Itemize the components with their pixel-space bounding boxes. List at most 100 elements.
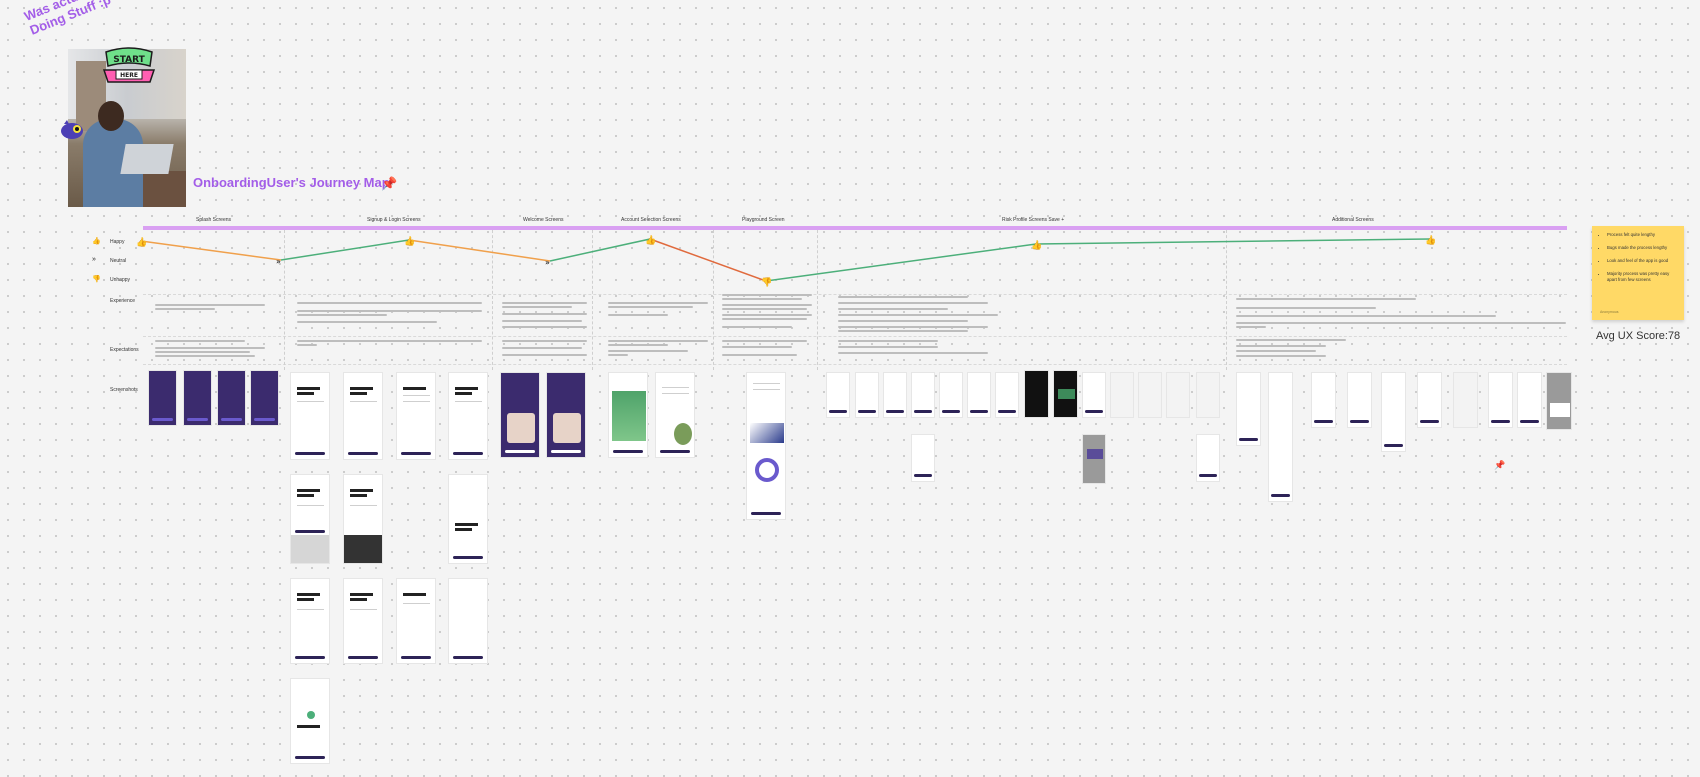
sticky-note-item: Process felt quite lengthy bbox=[1607, 232, 1678, 238]
screen-splash-1[interactable] bbox=[148, 370, 177, 426]
screen-risk-8[interactable] bbox=[1082, 372, 1106, 418]
happy-icon: 👍 bbox=[92, 238, 101, 245]
screen-additional-8[interactable] bbox=[1488, 372, 1513, 428]
sticky-note-item: Bugs made the process lengthy bbox=[1607, 245, 1678, 251]
row-label-unhappy: Unhappy bbox=[110, 277, 131, 283]
screen-risk-camera-2[interactable] bbox=[1053, 370, 1078, 418]
row-divider bbox=[143, 364, 1567, 365]
screen-risk-3[interactable] bbox=[883, 372, 907, 418]
mood-point-happy: 👍 bbox=[404, 235, 415, 247]
stage-divider bbox=[817, 230, 818, 370]
screen-additional-9[interactable] bbox=[1517, 372, 1542, 428]
screen-full-name[interactable] bbox=[343, 372, 383, 460]
screen-risk-7[interactable] bbox=[995, 372, 1019, 418]
journey-segment-up bbox=[280, 239, 410, 261]
stage-label-splash: Splash Screens bbox=[196, 217, 232, 223]
screen-risk-5[interactable] bbox=[939, 372, 963, 418]
ux-score: Avg UX Score:78 bbox=[1596, 330, 1681, 342]
screen-risk-4[interactable] bbox=[911, 372, 935, 418]
screen-risk-2[interactable] bbox=[855, 372, 879, 418]
journey-segment-down bbox=[140, 240, 282, 261]
monster-sticker-icon[interactable] bbox=[60, 118, 86, 140]
screen-risk-14[interactable] bbox=[1082, 434, 1106, 484]
start-badge-top: START bbox=[113, 55, 145, 65]
screen-verify-mobile-3[interactable] bbox=[343, 578, 383, 664]
unhappy-icon: 👎 bbox=[92, 276, 101, 283]
screen-additional-4[interactable] bbox=[1347, 372, 1372, 428]
screen-risk-camera-1[interactable] bbox=[1024, 370, 1049, 418]
sticky-note-item: Look and feel of the app is good bbox=[1607, 258, 1678, 264]
screen-welcome-2[interactable] bbox=[546, 372, 586, 458]
stage-divider bbox=[492, 230, 493, 370]
sticky-note-list: Process felt quite lengthy Bugs made the… bbox=[1598, 232, 1678, 283]
screen-additional-1[interactable] bbox=[1236, 372, 1261, 446]
journey-segment-up bbox=[1035, 238, 1431, 245]
screen-additional-6[interactable] bbox=[1417, 372, 1442, 428]
screen-risk-15[interactable] bbox=[1196, 434, 1220, 482]
screen-welcome-1[interactable] bbox=[500, 372, 540, 458]
screen-password[interactable] bbox=[396, 372, 436, 460]
journey-line-chart: 👍 » 👍 » 👍 👎 👍 👍 bbox=[136, 234, 1436, 288]
mood-point-neutral: » bbox=[545, 258, 550, 267]
screen-verify-mobile-2[interactable] bbox=[343, 474, 383, 564]
stage-divider bbox=[284, 230, 285, 370]
mood-point-happy: 👍 bbox=[1031, 239, 1042, 251]
stage-divider bbox=[713, 230, 714, 370]
row-label-screenshots: Screenshots bbox=[110, 387, 138, 393]
screen-risk-9[interactable] bbox=[1110, 372, 1134, 418]
screen-risk-1[interactable] bbox=[826, 372, 850, 418]
screen-splash-3[interactable] bbox=[217, 370, 246, 426]
sticky-note-item: Majority process was pretty easy apart f… bbox=[1607, 271, 1678, 283]
mood-point-happy: 👍 bbox=[1425, 234, 1436, 246]
mood-point-happy: 👍 bbox=[136, 236, 147, 248]
screen-risk-11[interactable] bbox=[1166, 372, 1190, 418]
row-label-happy: Happy bbox=[110, 239, 125, 245]
mood-point-happy: 👍 bbox=[645, 234, 656, 246]
journey-segment-up bbox=[765, 243, 1037, 282]
screen-additional-2[interactable] bbox=[1268, 372, 1293, 502]
screen-check-otp[interactable] bbox=[290, 578, 330, 664]
screen-additional-7[interactable] bbox=[1453, 372, 1478, 428]
pin-marker-icon[interactable]: 📌 bbox=[1494, 460, 1506, 470]
journey-segment-down bbox=[649, 238, 767, 282]
screen-playground[interactable] bbox=[746, 372, 786, 520]
screen-verify-email[interactable] bbox=[448, 474, 488, 564]
stage-divider bbox=[1226, 230, 1227, 370]
stage-label-account: Account Selection Screens bbox=[621, 217, 681, 223]
start-here-sticker[interactable]: START HERE bbox=[100, 46, 158, 84]
screen-risk-6[interactable] bbox=[967, 372, 991, 418]
row-divider bbox=[143, 336, 1567, 337]
screen-splash-4[interactable] bbox=[250, 370, 279, 426]
start-badge-bottom: HERE bbox=[120, 72, 138, 79]
stage-label-signup: Signup & Login Screens bbox=[367, 217, 421, 223]
stage-label-playground: Playground Screen bbox=[742, 217, 785, 223]
summary-sticky-note[interactable]: Process felt quite lengthy Bugs made the… bbox=[1592, 226, 1684, 320]
neutral-icon: » bbox=[92, 256, 96, 263]
screen-blank[interactable] bbox=[448, 578, 488, 664]
stage-label-additional: Additional Screens bbox=[1332, 217, 1374, 223]
stage-label-welcome: Welcome Screens bbox=[523, 217, 564, 223]
screen-additional-5[interactable] bbox=[1381, 372, 1406, 452]
page-title: OnboardingUser's Journey Map bbox=[193, 175, 390, 190]
screen-account-1[interactable] bbox=[608, 372, 648, 458]
screen-email-verified[interactable] bbox=[290, 678, 330, 764]
journey-segment-down bbox=[408, 239, 551, 262]
screen-risk-13[interactable] bbox=[911, 434, 935, 482]
mood-point-neutral: » bbox=[276, 257, 281, 266]
screen-additional-3[interactable] bbox=[1311, 372, 1336, 428]
screen-risk-10[interactable] bbox=[1138, 372, 1162, 418]
screen-verify-email-2[interactable] bbox=[396, 578, 436, 664]
screen-splash-2[interactable] bbox=[183, 370, 212, 426]
stage-label-risk: Risk Profile Screens Save + bbox=[1002, 217, 1065, 223]
sticky-note-author: Anonymous bbox=[1600, 310, 1619, 314]
pin-icon: 📌 bbox=[381, 176, 398, 191]
journey-segment-up bbox=[549, 238, 651, 262]
screen-account-2[interactable] bbox=[655, 372, 695, 458]
screen-risk-12[interactable] bbox=[1196, 372, 1220, 418]
screen-additional-10[interactable] bbox=[1546, 372, 1572, 430]
screen-verify-mobile[interactable] bbox=[290, 474, 330, 564]
screen-mobile[interactable] bbox=[448, 372, 488, 460]
screen-email[interactable] bbox=[290, 372, 330, 460]
stage-divider bbox=[592, 230, 593, 370]
row-label-expectations: Expectations bbox=[110, 347, 139, 353]
